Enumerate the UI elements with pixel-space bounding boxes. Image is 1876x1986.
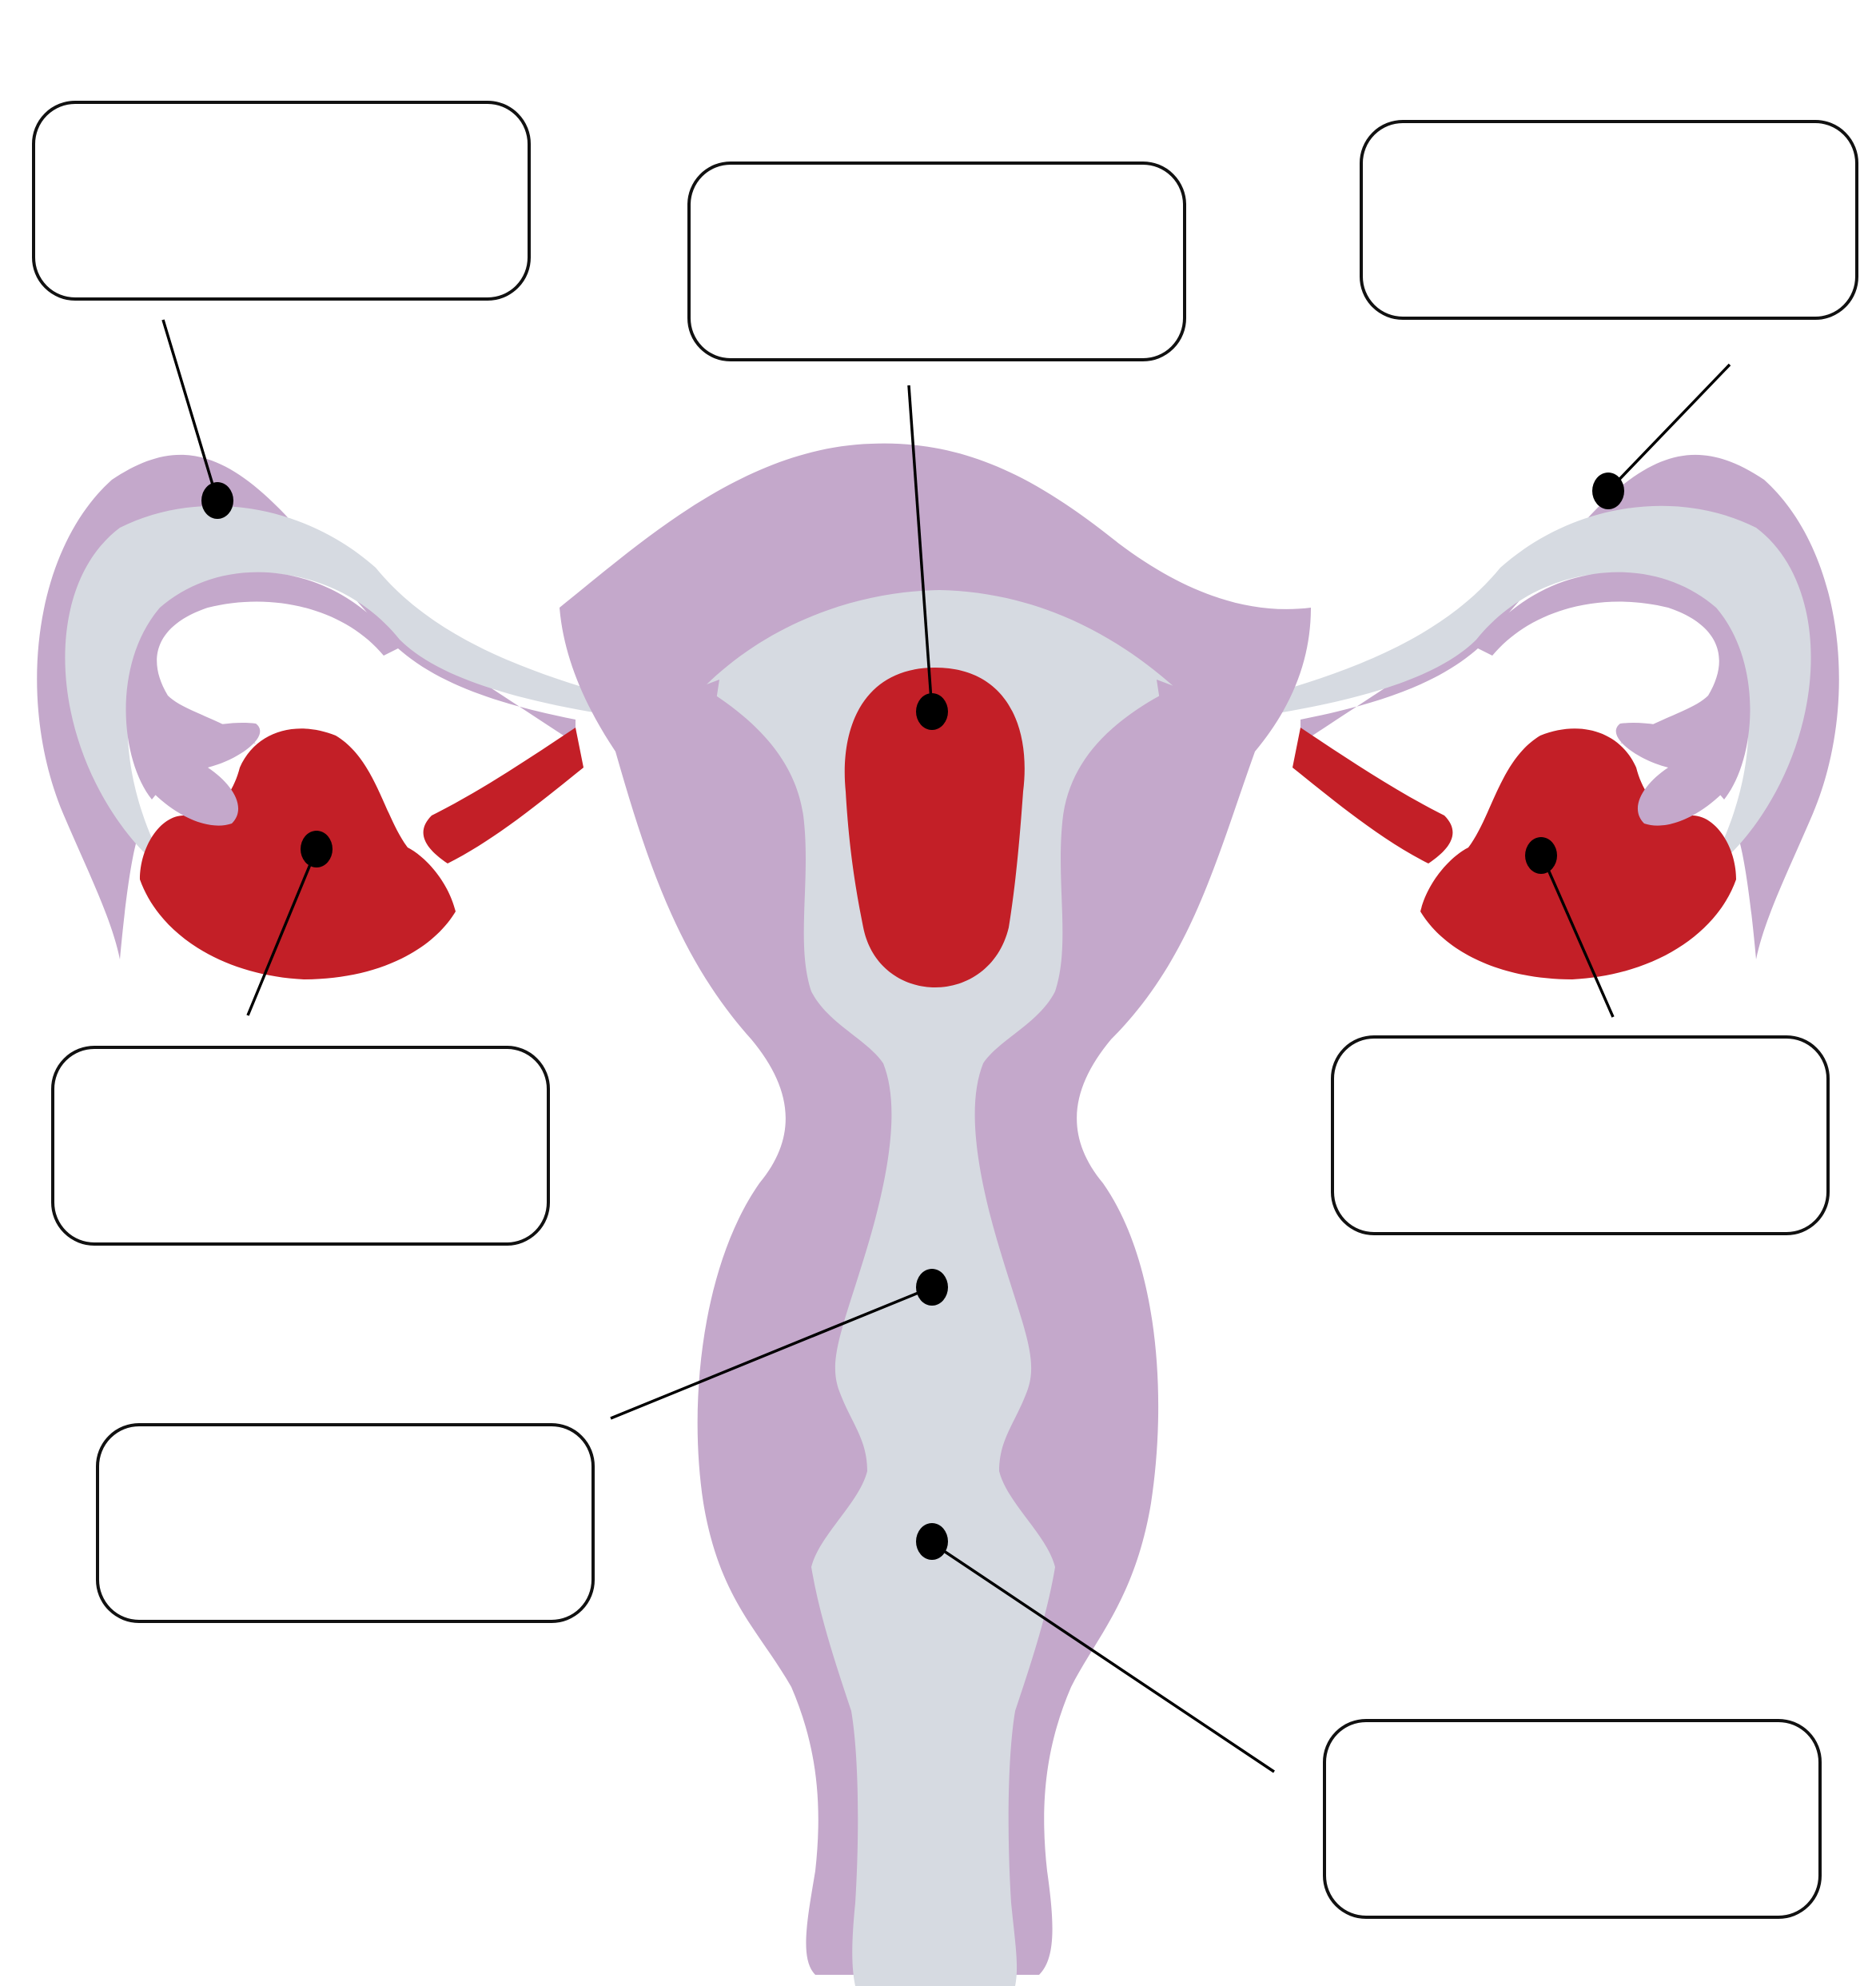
label-box-top-center[interactable] (687, 162, 1186, 361)
left-ovary (140, 728, 456, 979)
label-box-middle-left[interactable] (51, 1046, 550, 1246)
leader-line-top-left (161, 319, 219, 501)
label-box-lower-left[interactable] (96, 1423, 595, 1623)
right-ovarian-ligament (1292, 728, 1453, 863)
right-fallopian-tube-lumen (1173, 505, 1811, 871)
label-box-top-right[interactable] (1360, 120, 1858, 320)
left-ovarian-ligament (423, 728, 584, 863)
label-box-bottom-right[interactable] (1323, 1719, 1822, 1919)
leader-line-top-center (907, 385, 934, 712)
leader-line-middle-left (246, 848, 318, 1016)
leader-line-bottom-right (931, 1541, 1275, 1773)
leader-line-middle-right (1541, 856, 1615, 1018)
left-tube-junction (679, 680, 719, 732)
left-fallopian-tube-lumen (65, 505, 703, 871)
marker-dot-top-right (1592, 473, 1624, 509)
label-box-middle-right[interactable] (1331, 1035, 1830, 1235)
uterine-red-structure (844, 668, 1025, 987)
leader-line-lower-left (610, 1286, 933, 1420)
left-fimbriae (152, 723, 261, 826)
marker-dot-middle-left (301, 831, 333, 867)
right-tube-junction (1157, 680, 1197, 732)
marker-dot-lower-left (916, 1269, 948, 1306)
marker-dot-top-center (916, 693, 948, 730)
label-box-top-left[interactable] (32, 101, 531, 301)
marker-dot-top-left (201, 482, 233, 519)
leader-line-top-right (1607, 363, 1731, 493)
marker-dot-bottom-right (916, 1523, 948, 1560)
marker-dot-middle-right (1525, 837, 1557, 874)
right-fimbriae (1615, 723, 1724, 826)
right-ovary (1420, 728, 1736, 979)
